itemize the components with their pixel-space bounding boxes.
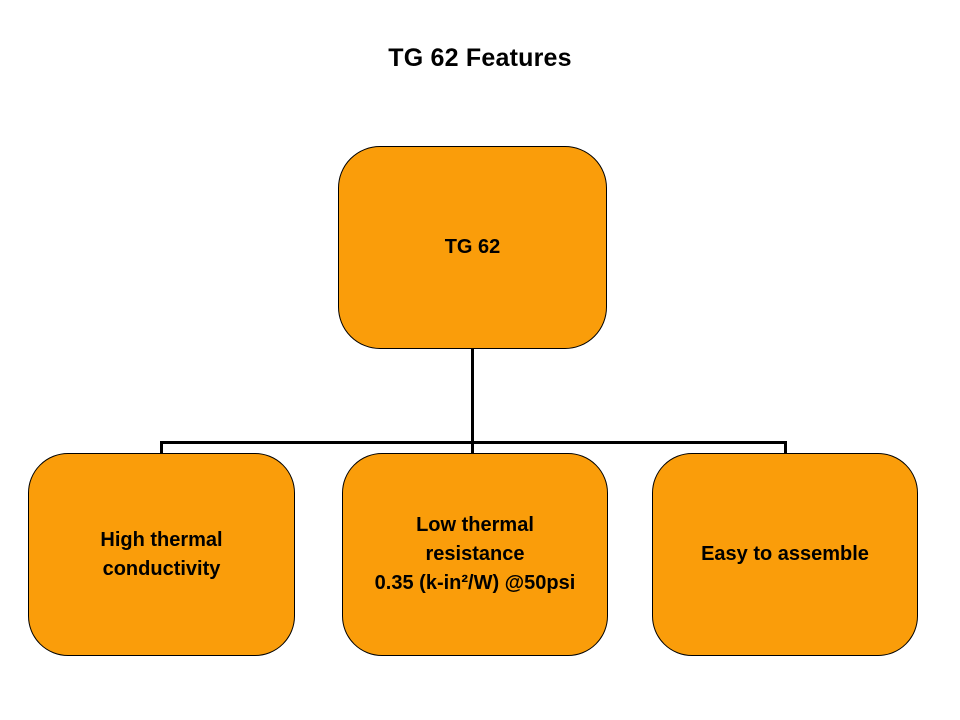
connector-horizontal-bar [160, 441, 787, 444]
node-root-tg62: TG 62 [338, 146, 607, 349]
connector-left-drop [160, 441, 163, 454]
connector-root-vertical [471, 348, 474, 455]
connector-right-drop [784, 441, 787, 454]
node-high-thermal-conductivity: High thermal conductivity [28, 453, 295, 656]
node-root-label: TG 62 [444, 236, 501, 258]
node-low-thermal-resistance: Low thermal resistance 0.35 (k-in²/W) @5… [342, 453, 608, 656]
node-easy-to-assemble: Easy to assemble [652, 453, 918, 656]
diagram-title: TG 62 Features [388, 44, 572, 72]
node-label-line: conductivity [102, 557, 221, 580]
node-label-line: Easy to assemble [701, 543, 869, 565]
node-label-line: 0.35 (k-in²/W) @50psi [374, 572, 576, 594]
node-label-line: Low thermal [416, 514, 534, 536]
node-label-line: High thermal [100, 528, 223, 551]
node-label-line: resistance [425, 543, 525, 565]
